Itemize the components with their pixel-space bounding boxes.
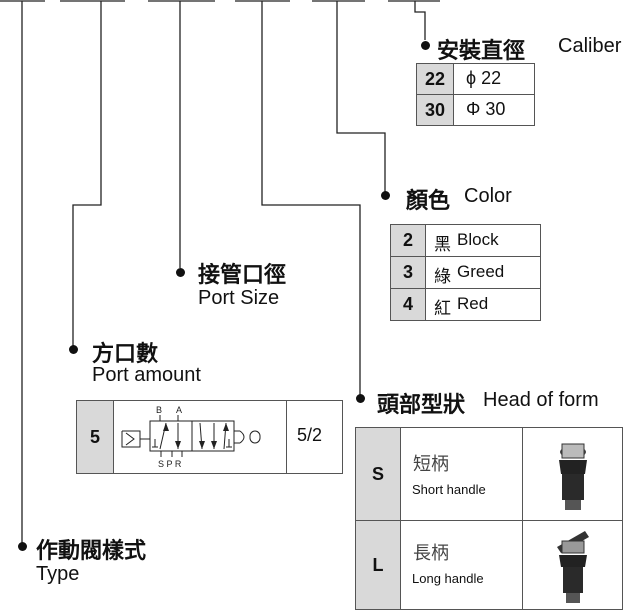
head-image-l xyxy=(522,520,623,610)
head-code-label: S xyxy=(371,463,384,484)
head-desc-l: 長柄 Long handle xyxy=(400,520,523,610)
color-zh-label: 紅 xyxy=(434,299,451,319)
color-en-label: Greed xyxy=(457,262,505,281)
head-desc-s: 短柄 Short handle xyxy=(400,427,523,521)
head-form-title-en: Head of form xyxy=(483,389,599,411)
color-code-label: 3 xyxy=(402,262,413,282)
head-en-label: Long handle xyxy=(412,571,484,586)
caliber-value-30: Φ 30 xyxy=(453,94,535,126)
valve-ports-bottom: S P R xyxy=(158,459,182,469)
color-title-zh: 顏色 xyxy=(406,189,451,214)
color-en-label: Block xyxy=(457,230,499,249)
color-code-4: 4 xyxy=(390,288,426,321)
color-code-label: 4 xyxy=(402,294,413,314)
head-en-label: Short handle xyxy=(412,482,486,497)
head-form-bullet xyxy=(356,394,365,403)
caliber-value-22: ϕ 22 xyxy=(453,63,535,95)
valve-code-label: 5 xyxy=(89,426,100,447)
head-code-label: L xyxy=(372,554,384,575)
head-zh-label: 短柄 xyxy=(413,454,449,475)
type-title-en: Type xyxy=(36,563,80,585)
valve-ratio-cell: 5/2 xyxy=(286,400,343,474)
caliber-code-label: 22 xyxy=(424,68,446,89)
color-en-label: Red xyxy=(457,294,489,313)
type-bullet xyxy=(18,542,27,551)
caliber-code-22: 22 xyxy=(416,63,454,95)
port-size-bullet xyxy=(176,268,185,277)
valve-symbol-icon: B A S P R xyxy=(121,405,261,469)
valve-ratio-label: 5/2 xyxy=(297,425,323,445)
long-handle-switch-icon xyxy=(557,531,589,603)
port-size-title-zh: 接管口徑 xyxy=(198,263,287,288)
color-value-2: 黑 Block xyxy=(425,224,541,257)
head-image-s xyxy=(522,427,623,521)
valve-table xyxy=(76,400,343,474)
color-zh-label: 黑 xyxy=(434,235,451,255)
port-amount-bullet xyxy=(69,345,78,354)
color-bullet xyxy=(381,191,390,200)
valve-code-cell: 5 xyxy=(76,400,114,474)
caliber-code-30: 30 xyxy=(416,94,454,126)
head-code-l: L xyxy=(355,520,401,610)
type-title-zh: 作動閥樣式 xyxy=(36,539,147,564)
caliber-bullet xyxy=(421,41,430,50)
valve-port-a: A xyxy=(176,405,182,415)
caliber-value-label: Φ 30 xyxy=(466,99,506,119)
color-value-3: 綠 Greed xyxy=(425,256,541,289)
port-amount-title-en: Port amount xyxy=(92,364,201,386)
color-code-3: 3 xyxy=(390,256,426,289)
color-code-2: 2 xyxy=(390,224,426,257)
caliber-title-en: Caliber xyxy=(558,35,622,57)
port-amount-title-zh: 方口數 xyxy=(92,342,159,367)
caliber-title-zh: 安裝直徑 xyxy=(437,39,526,64)
caliber-code-label: 30 xyxy=(424,99,446,120)
head-code-s: S xyxy=(355,427,401,521)
head-zh-label: 長柄 xyxy=(413,543,449,564)
color-value-4: 紅 Red xyxy=(425,288,541,321)
caliber-value-label: ϕ 22 xyxy=(466,68,502,88)
color-code-label: 2 xyxy=(402,230,413,250)
port-size-title-en: Port Size xyxy=(198,287,280,309)
color-zh-label: 綠 xyxy=(434,267,451,287)
valve-port-b: B xyxy=(156,405,162,415)
color-title-en: Color xyxy=(464,185,512,207)
short-handle-switch-icon xyxy=(559,443,587,510)
head-form-title-zh: 頭部型狀 xyxy=(377,393,466,418)
